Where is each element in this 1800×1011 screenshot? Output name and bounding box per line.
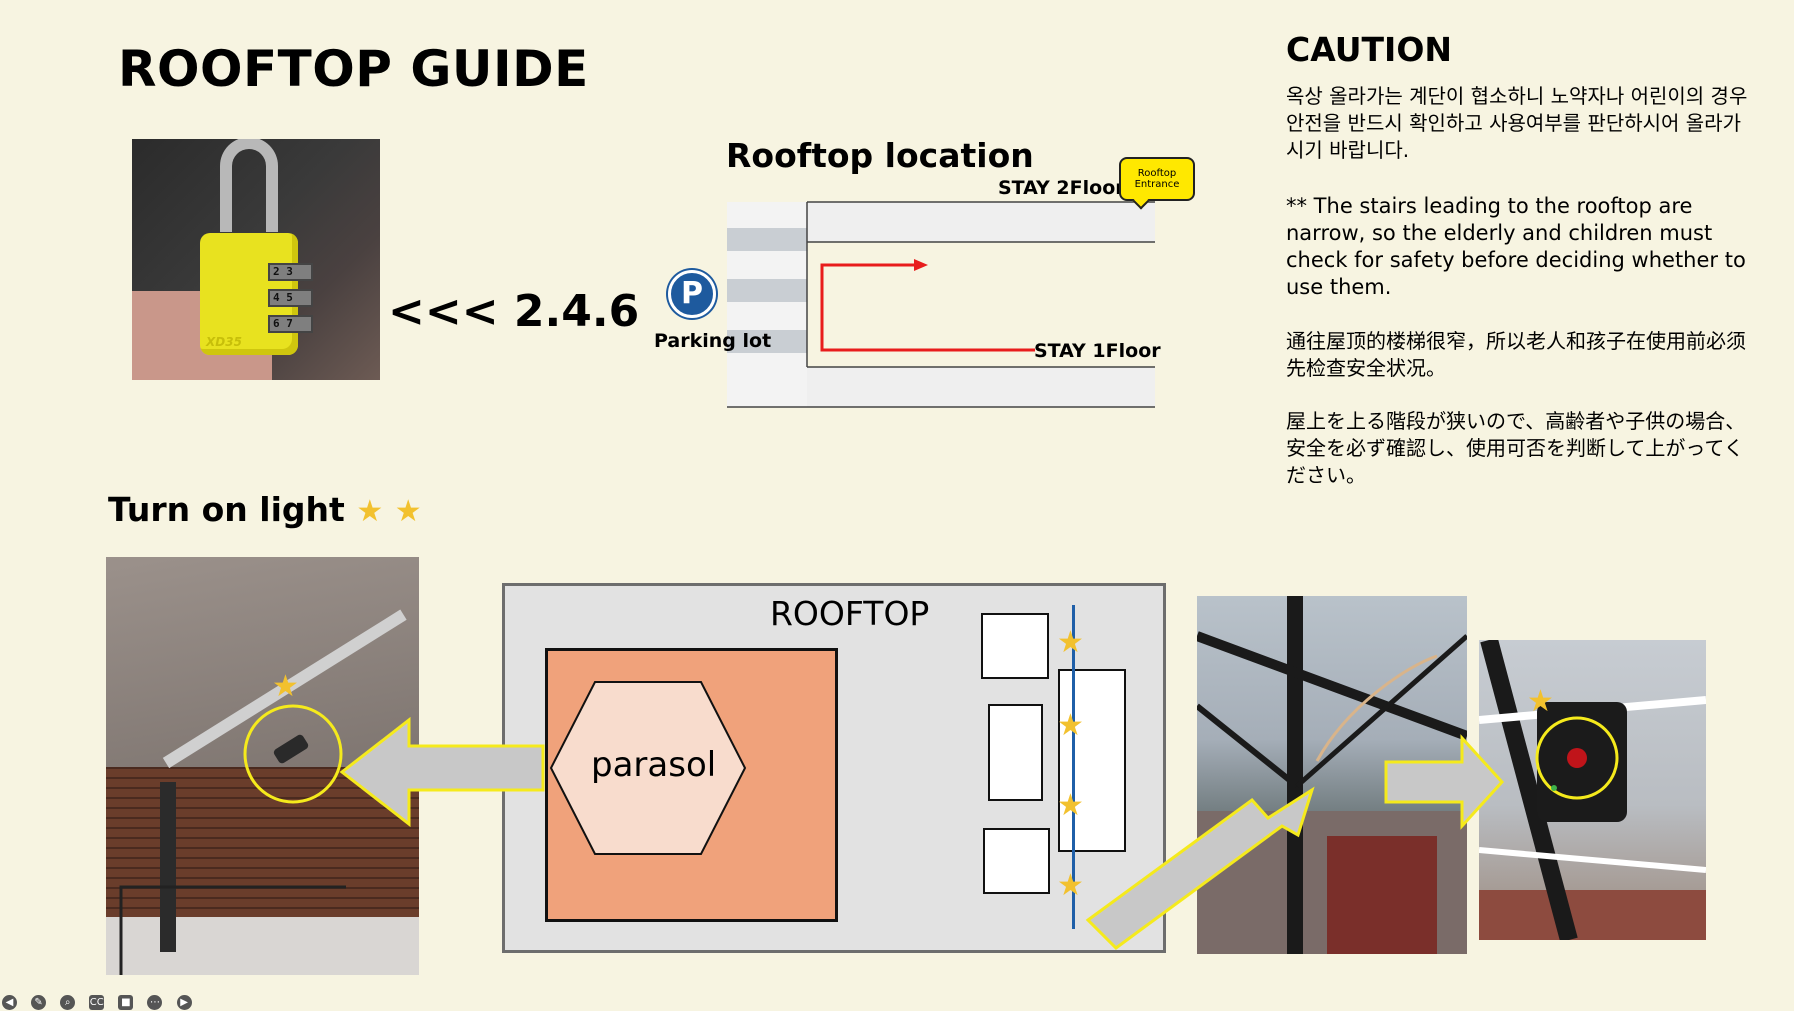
star-icon: ★ — [1057, 625, 1084, 660]
star-icon: ★ — [1057, 868, 1084, 903]
rooftop-entrance-bubble: Rooftop Entrance — [1119, 157, 1195, 201]
parking-icon: P — [668, 270, 716, 318]
camera-icon[interactable]: ■ — [118, 995, 134, 1010]
parasol-hexagon — [549, 681, 747, 855]
switch-photo-art — [1479, 640, 1706, 940]
power-switch-photo: ★ — [1479, 640, 1706, 940]
lock-code: <<< 2.4.6 — [388, 286, 640, 337]
building-diagram — [727, 201, 1155, 408]
route-arrowhead — [914, 259, 928, 271]
bubble-text: Entrance — [1134, 179, 1180, 190]
padlock-brand: XD35 — [206, 335, 242, 349]
bubble-text: Rooftop — [1137, 168, 1177, 179]
parasol-label: parasol — [591, 745, 717, 785]
zoom-icon[interactable]: ⌕ — [60, 995, 76, 1010]
star-icon: ★ — [1527, 684, 1554, 719]
parking-label: Parking lot — [654, 330, 772, 352]
padlock-dial: 2 3 — [268, 263, 313, 281]
stair-step — [727, 330, 807, 353]
captions-icon[interactable]: CC — [89, 995, 105, 1010]
back-icon[interactable]: ◀ — [2, 995, 17, 1010]
light-title-text: Turn on light — [108, 490, 345, 529]
star-icon: ★ — [1057, 788, 1084, 823]
page-title: ROOFTOP GUIDE — [118, 40, 589, 98]
stair-step — [727, 279, 807, 302]
caution-chinese: 通往屋顶的楼梯很窄，所以老人和孩子在使用前必须先检查安全状况。 — [1286, 329, 1746, 380]
caution-japanese: 屋上を上る階段が狭いので、高齢者や子供の場合、安全を必ず確認し、使用可否を判断し… — [1286, 409, 1746, 487]
table-box — [988, 704, 1043, 801]
light-string — [1072, 605, 1075, 929]
padlock-dial: 4 5 — [268, 289, 313, 307]
forward-icon[interactable]: ▶ — [176, 995, 192, 1010]
light-title: Turn on light ★ ★ — [108, 490, 422, 529]
caution-title: CAUTION — [1286, 30, 1452, 69]
padlock-photo: 2 3 4 5 6 7 XD35 — [132, 139, 380, 380]
location-title: Rooftop location — [726, 136, 1034, 175]
floor-2-label: STAY 2Floor — [998, 177, 1125, 199]
frame-photo-art — [1197, 596, 1467, 954]
bench-box — [1058, 669, 1126, 852]
pen-icon[interactable]: ✎ — [31, 995, 47, 1010]
table-box — [981, 613, 1049, 679]
more-icon[interactable]: ⋯ — [147, 995, 163, 1010]
slide-edge — [1794, 0, 1800, 1011]
star-icon: ★ — [1057, 708, 1084, 743]
caution-english: ** The stairs leading to the rooftop are… — [1286, 194, 1746, 299]
star-icon: ★ — [394, 494, 422, 529]
star-icon: ★ — [272, 669, 299, 704]
star-icon: ★ — [356, 494, 384, 529]
route-arrow — [820, 263, 1035, 352]
floor-1-label: STAY 1Floor — [1034, 340, 1161, 362]
stair-step — [727, 228, 807, 251]
floor-ground-band — [807, 367, 1155, 407]
rooftop-label: ROOFTOP — [770, 594, 930, 633]
presentation-toolbar: ◀ ✎ ⌕ CC ■ ⋯ ▶ — [2, 990, 201, 1010]
caution-korean: 옥상 올라가는 계단이 협소하니 노약자나 어린이의 경우 안전을 반드시 확인… — [1286, 84, 1748, 162]
rooftop-frame-photo — [1197, 596, 1467, 954]
padlock-dial: 6 7 — [268, 315, 313, 333]
table-box — [983, 828, 1050, 894]
floor-2-band — [807, 202, 1155, 242]
switch-photo: ★ — [106, 557, 419, 975]
floor — [106, 917, 419, 975]
switch-highlight — [119, 704, 346, 975]
padlock-shackle — [220, 139, 278, 232]
